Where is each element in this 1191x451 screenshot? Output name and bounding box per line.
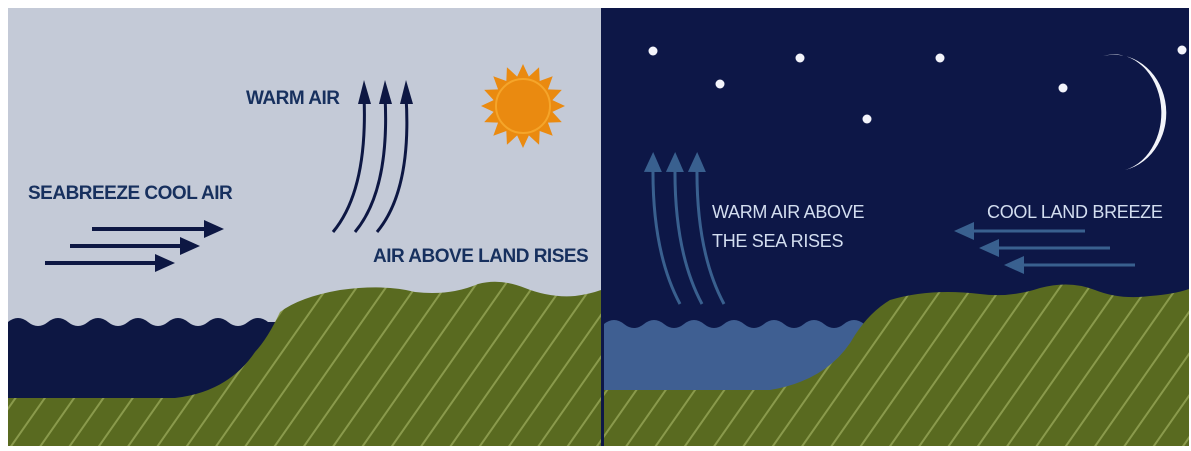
warm-sea-arrow [643, 152, 682, 305]
warm-sea-label-line1: WARM AIR ABOVE [712, 202, 864, 222]
warm-air-arrow [375, 92, 411, 233]
arrowhead [358, 80, 371, 104]
land-breeze-arrows [954, 222, 1135, 274]
star-icon [715, 79, 725, 89]
star-icon [1177, 45, 1187, 55]
air-rises-label: AIR ABOVE LAND RISES [373, 246, 588, 267]
star-icon [1058, 83, 1068, 93]
star-icon [648, 46, 658, 56]
warm-sea-air-arrows [643, 152, 726, 305]
warm-air-arrow [353, 92, 390, 233]
seabreeze-arrows [45, 220, 224, 272]
warm-sea-label-line2: THE SEA RISES [712, 231, 843, 251]
warm-air-arrowheads [358, 80, 413, 104]
warm-air-label: WARM AIR [246, 88, 340, 109]
warm-air-arrows [331, 92, 411, 233]
star-icon [795, 53, 805, 63]
star-icon [935, 53, 945, 63]
arrowhead [379, 80, 392, 104]
star-icon [862, 114, 872, 124]
night-panel: WARM AIR ABOVE THE SEA RISES COOL LAND B… [601, 8, 1189, 446]
warm-sea-arrow [687, 152, 726, 305]
stars [648, 45, 1187, 124]
day-land [8, 281, 601, 446]
night-land [604, 284, 1189, 446]
arrowhead [400, 80, 413, 104]
sun-icon [481, 64, 565, 148]
warm-air-arrow [331, 92, 369, 233]
seabreeze-label: SEABREEZE COOL AIR [28, 183, 233, 204]
land-breeze-label: COOL LAND BREEZE [987, 202, 1163, 222]
warm-sea-arrow [665, 152, 704, 305]
day-panel: WARM AIR SEABREEZE COOL AIR AIR ABOVE LA… [8, 8, 601, 446]
